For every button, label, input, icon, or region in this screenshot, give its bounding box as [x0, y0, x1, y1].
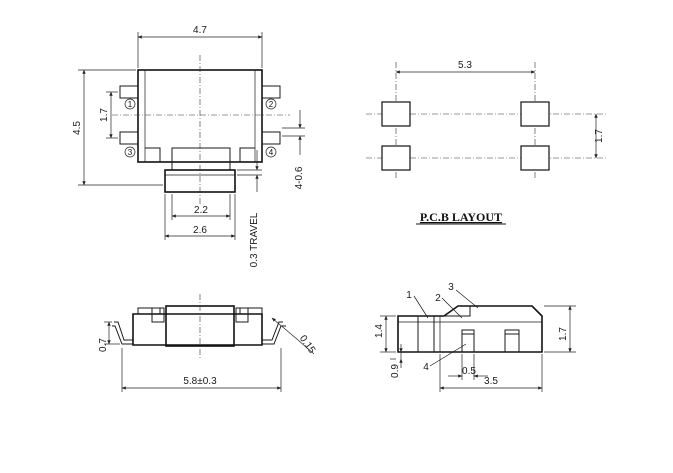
plunger-stem — [171, 147, 231, 171]
dim-height-label: 4.5 — [72, 121, 83, 135]
svg-text:4: 4 — [269, 148, 274, 157]
svg-text:2: 2 — [435, 293, 441, 304]
svg-text:4: 4 — [423, 362, 429, 373]
terminal-left-bottom — [119, 131, 139, 145]
pcb-layout-title: P.C.B LAYOUT — [420, 210, 502, 224]
pcb-pad-bottom-right — [520, 145, 550, 171]
pcb-dim-y-label: 1.7 — [594, 129, 605, 143]
side-terminal-2 — [461, 333, 475, 353]
front-dim-total-length: 5.8±0.3 — [183, 376, 217, 387]
side-dim-total-height: 1.7 — [558, 327, 569, 341]
pin-marker-4: 4 — [265, 146, 277, 158]
pcb-pad-top-right — [520, 101, 550, 127]
svg-text:1: 1 — [406, 290, 412, 301]
side-terminal-1 — [417, 315, 435, 353]
front-dim-lead-thickness: 0.15 — [297, 333, 317, 356]
dim-pin-pitch-label: 1.7 — [99, 108, 110, 122]
front-dim-lead-height: 0.7 — [98, 338, 109, 352]
front-view: 0.7 5.8±0.3 0.15 — [98, 294, 317, 392]
terminal-right-top — [261, 85, 281, 99]
callout-2: 2 — [435, 293, 463, 319]
pcb-layout-view: 5.3 1.7 P.C.B LAYOUT — [366, 60, 606, 225]
pin-marker-2: 2 — [265, 98, 277, 110]
side-dim-gap: 0.5 — [462, 366, 476, 377]
callout-3: 3 — [448, 282, 479, 309]
dim-actuator-label: 2.6 — [193, 225, 207, 236]
pin-marker-3: 3 — [124, 146, 136, 158]
side-view: 1 2 3 4 1.4 0.9 1.7 — [374, 282, 576, 392]
dim-travel-label: 0.3 TRAVEL — [249, 212, 260, 267]
dim-width-label: 4.7 — [193, 25, 207, 36]
svg-text:3: 3 — [448, 282, 454, 293]
callout-1: 1 — [406, 290, 429, 319]
svg-text:2: 2 — [269, 100, 274, 109]
side-dim-body-height: 1.4 — [374, 324, 385, 338]
svg-text:1: 1 — [128, 100, 133, 109]
side-dim-base: 0.9 — [390, 364, 401, 378]
top-view: 1 2 3 4 4.7 4.5 1.7 4 — [72, 25, 305, 267]
pcb-pad-bottom-left — [381, 145, 411, 171]
side-dim-length: 3.5 — [484, 376, 498, 387]
lead-left — [114, 321, 133, 341]
dim-plunger-label: 2.2 — [194, 205, 208, 216]
dim-stem-label: 4-0.6 — [294, 166, 305, 189]
side-housing-outline — [397, 305, 543, 353]
pcb-dim-x-label: 5.3 — [458, 60, 472, 71]
callout-4: 4 — [423, 343, 467, 373]
terminal-left-top — [119, 85, 139, 99]
svg-text:3: 3 — [128, 148, 133, 157]
lead-right — [262, 321, 283, 341]
pin-marker-1: 1 — [124, 98, 136, 110]
terminal-right-bottom — [261, 131, 281, 145]
side-terminal-3 — [504, 333, 520, 353]
pcb-pad-top-left — [381, 101, 411, 127]
